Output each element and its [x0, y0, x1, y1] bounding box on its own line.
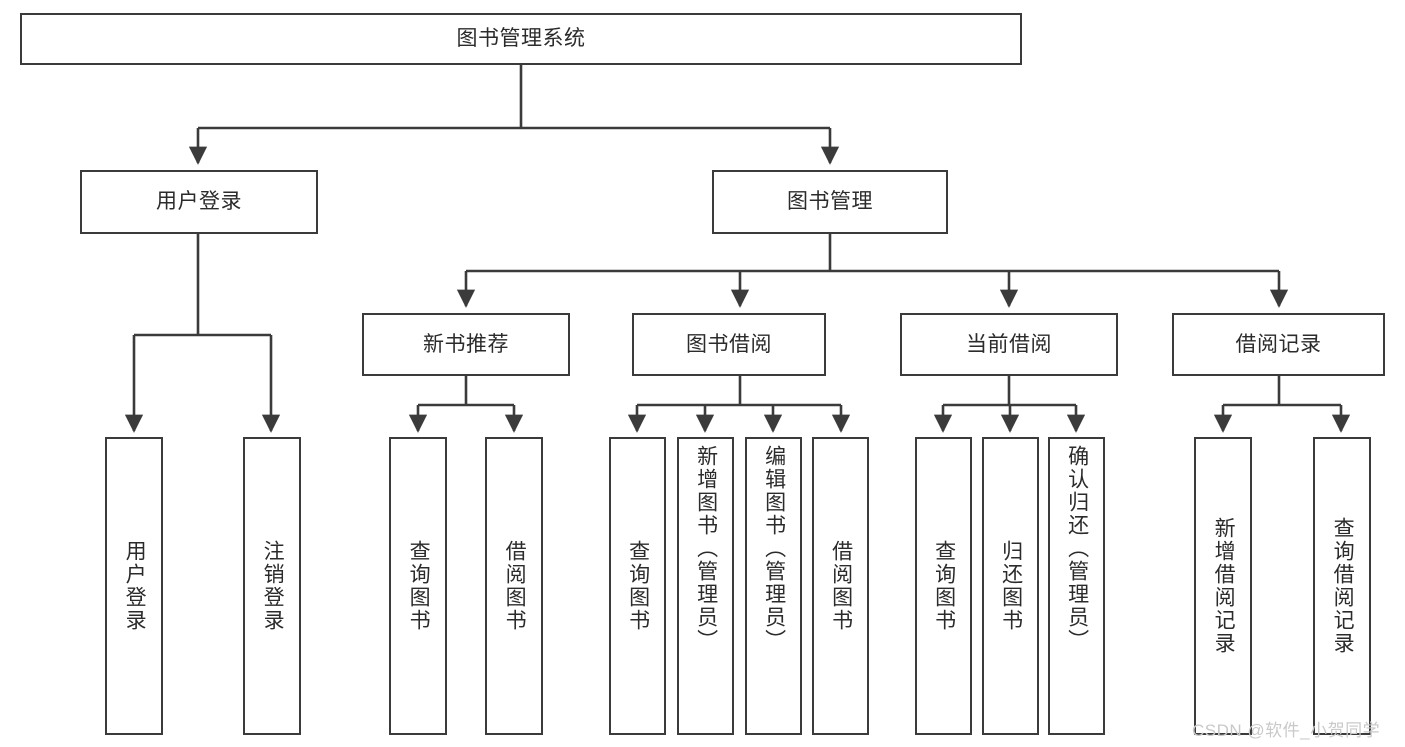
leaf-edit-book-admin[interactable]: 编辑图书（管理员） [745, 437, 802, 735]
leaf-add-borrow-record[interactable]: 新增借阅记录 [1194, 437, 1252, 735]
node-label: 归还图书 [999, 540, 1023, 632]
leaf-confirm-return-admin[interactable]: 确认归还（管理员） [1048, 437, 1105, 735]
node-label: 注销登录 [261, 540, 285, 632]
node-label: 查询图书 [407, 540, 431, 632]
leaf-return-book[interactable]: 归还图书 [982, 437, 1039, 735]
node-label: 新书推荐 [423, 332, 509, 356]
node-label: 编辑图书（管理员） [762, 445, 786, 652]
leaf-borrow-book[interactable]: 借阅图书 [812, 437, 869, 735]
node-book-management[interactable]: 图书管理 [712, 170, 948, 234]
node-user-login[interactable]: 用户登录 [80, 170, 318, 234]
node-label: 查询图书 [626, 540, 650, 632]
node-label: 查询借阅记录 [1331, 517, 1355, 655]
node-new-book-recommend[interactable]: 新书推荐 [362, 313, 570, 376]
leaf-add-book-admin[interactable]: 新增图书（管理员） [677, 437, 734, 735]
node-label: 用户登录 [123, 540, 147, 632]
node-borrow-record[interactable]: 借阅记录 [1172, 313, 1385, 376]
leaf-query-book-current[interactable]: 查询图书 [915, 437, 972, 735]
watermark: CSDN @软件_小贺同学 [1192, 721, 1381, 740]
node-label: 图书管理 [787, 190, 873, 214]
node-label: 查询图书 [932, 540, 956, 632]
leaf-query-borrow-record[interactable]: 查询借阅记录 [1313, 437, 1371, 735]
leaf-logout[interactable]: 注销登录 [243, 437, 301, 735]
node-label: 当前借阅 [966, 332, 1052, 356]
leaf-borrow-book-new[interactable]: 借阅图书 [485, 437, 543, 735]
node-label: 确认归还（管理员） [1065, 445, 1089, 652]
leaf-query-book-new[interactable]: 查询图书 [389, 437, 447, 735]
node-label: 借阅记录 [1235, 332, 1322, 356]
node-label: 新增图书（管理员） [694, 445, 718, 652]
node-label: 图书借阅 [686, 332, 772, 356]
node-label: 用户登录 [156, 190, 242, 214]
node-label: 新增借阅记录 [1212, 517, 1236, 655]
node-root-system[interactable]: 图书管理系统 [20, 13, 1022, 65]
leaf-user-login[interactable]: 用户登录 [105, 437, 163, 735]
node-book-borrow[interactable]: 图书借阅 [632, 313, 826, 376]
node-label: 图书管理系统 [456, 27, 586, 51]
node-label: 借阅图书 [503, 540, 527, 632]
node-current-borrow[interactable]: 当前借阅 [900, 313, 1118, 376]
node-label: 借阅图书 [829, 540, 853, 632]
leaf-query-book-borrow[interactable]: 查询图书 [609, 437, 666, 735]
